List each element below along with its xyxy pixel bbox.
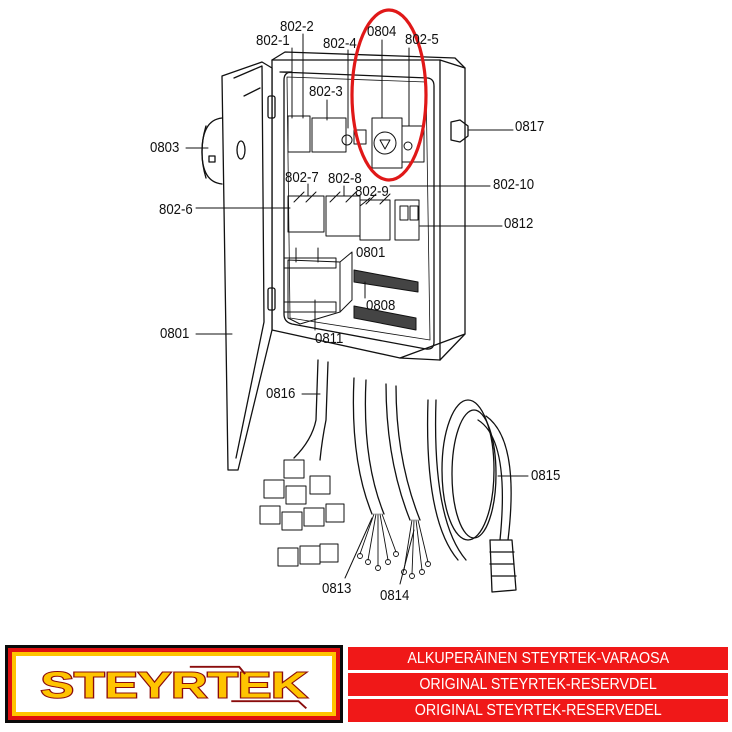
label-0811: 0811 bbox=[315, 330, 344, 347]
label-802-4: 802-4 bbox=[323, 35, 357, 52]
svg-text:STEYRTEK: STEYRTEK bbox=[41, 666, 308, 706]
label-802-3: 802-3 bbox=[309, 83, 343, 100]
label-802-5: 802-5 bbox=[405, 31, 439, 48]
label-802-1: 802-1 bbox=[256, 32, 290, 49]
leader-lines bbox=[185, 33, 529, 585]
label-0801-inner: 0801 bbox=[356, 244, 386, 261]
valve-connectors bbox=[259, 459, 345, 567]
banner-line-finnish: ALKUPERÄINEN STEYRTEK-VARAOSA bbox=[348, 647, 728, 670]
banner-line-swedish: ORIGINAL STEYRTEK-RESERVDEL bbox=[348, 673, 728, 696]
logo-wordmark: STEYRTEK bbox=[40, 665, 308, 710]
banner-line-norwegian: ORIGINAL STEYRTEK-RESERVEDEL bbox=[348, 699, 728, 722]
breaker-row-top bbox=[287, 115, 425, 169]
label-802-10: 802-10 bbox=[493, 176, 535, 193]
parts-diagram bbox=[185, 8, 529, 593]
label-0817: 0817 bbox=[515, 118, 545, 135]
cable-ends bbox=[357, 513, 431, 579]
label-802-9: 802-9 bbox=[355, 183, 389, 200]
terminal-strips bbox=[353, 269, 419, 331]
label-0816: 0816 bbox=[266, 385, 296, 402]
label-0804: 0804 bbox=[367, 23, 397, 40]
contactor-row bbox=[287, 191, 420, 241]
steyrtek-logo: STEYRTEK bbox=[5, 645, 343, 723]
label-0812: 0812 bbox=[504, 215, 534, 232]
highlight-ellipse bbox=[350, 8, 428, 182]
side-knob bbox=[450, 119, 469, 143]
label-0808: 0808 bbox=[366, 297, 396, 314]
label-0813: 0813 bbox=[322, 580, 352, 597]
cables bbox=[293, 359, 517, 593]
label-0814: 0814 bbox=[380, 587, 410, 604]
label-0815: 0815 bbox=[531, 467, 561, 484]
label-802-6: 802-6 bbox=[159, 201, 193, 218]
transformer bbox=[283, 247, 353, 325]
label-802-8: 802-8 bbox=[328, 170, 362, 187]
label-802-7: 802-7 bbox=[285, 169, 319, 186]
door-handle bbox=[201, 117, 246, 185]
label-0803: 0803 bbox=[150, 139, 180, 156]
cabinet-door bbox=[221, 61, 276, 471]
label-802-2: 802-2 bbox=[280, 18, 314, 35]
label-0801: 0801 bbox=[160, 325, 190, 342]
